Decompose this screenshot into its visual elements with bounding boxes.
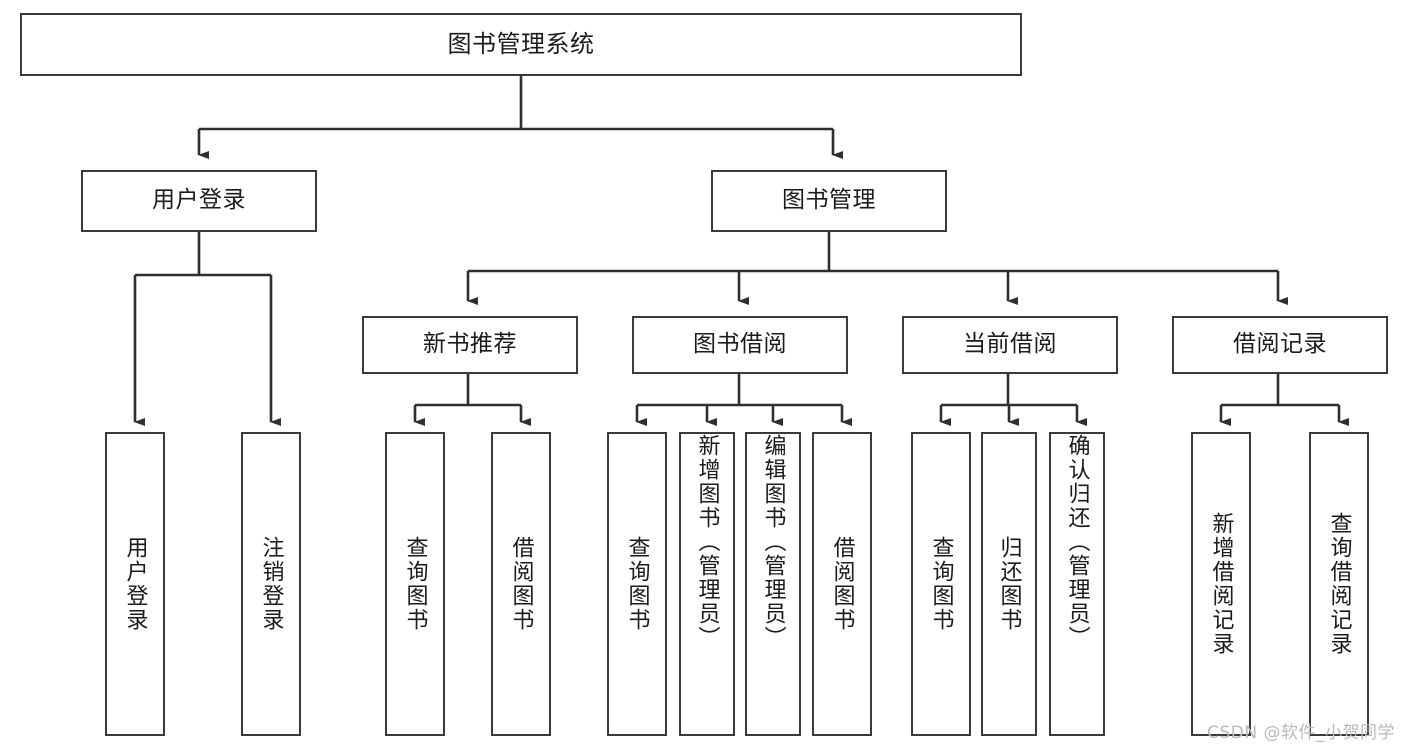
edges-book-borrow <box>635 374 852 426</box>
node-current-borrow[interactable]: 当前借阅 <box>902 316 1118 374</box>
node-leaf-borrow-book-a-label: 借阅图书 <box>508 536 534 632</box>
node-leaf-add-book[interactable]: 新增图书（管理员） <box>679 432 735 736</box>
node-book-manage[interactable]: 图书管理 <box>711 170 947 232</box>
node-leaf-add-record-label: 新增借阅记录 <box>1208 512 1234 656</box>
node-leaf-confirm-return[interactable]: 确认归还（管理员） <box>1049 432 1105 736</box>
edges-book-manage <box>466 232 1288 305</box>
node-leaf-user-login-label: 用户登录 <box>122 536 148 632</box>
node-user-login[interactable]: 用户登录 <box>81 170 317 232</box>
node-leaf-borrow-book-a[interactable]: 借阅图书 <box>491 432 551 736</box>
node-borrow-record[interactable]: 借阅记录 <box>1172 316 1388 374</box>
node-leaf-logout[interactable]: 注销登录 <box>241 432 301 736</box>
edges-new-book-rec <box>413 374 531 426</box>
node-leaf-query-book-a[interactable]: 查询图书 <box>385 432 445 736</box>
node-leaf-query-record-label: 查询借阅记录 <box>1326 512 1352 656</box>
node-leaf-query-book-a-label: 查询图书 <box>402 536 428 632</box>
node-leaf-add-record[interactable]: 新增借阅记录 <box>1191 432 1251 736</box>
node-leaf-logout-label: 注销登录 <box>258 536 284 632</box>
node-user-login-label: 用户登录 <box>152 187 246 214</box>
node-leaf-query-book-c-label: 查询图书 <box>928 536 954 632</box>
node-leaf-return-book-label: 归还图书 <box>996 536 1022 632</box>
node-root-label: 图书管理系统 <box>447 30 595 59</box>
node-leaf-borrow-book-b[interactable]: 借阅图书 <box>812 432 872 736</box>
node-book-borrow[interactable]: 图书借阅 <box>632 316 848 374</box>
node-leaf-edit-book[interactable]: 编辑图书（管理员） <box>745 432 801 736</box>
node-book-borrow-label: 图书借阅 <box>693 331 787 358</box>
node-leaf-query-book-b-label: 查询图书 <box>624 536 650 632</box>
node-leaf-return-book[interactable]: 归还图书 <box>981 432 1037 736</box>
node-leaf-add-book-label: 新增图书（管理员） <box>694 434 720 650</box>
node-root[interactable]: 图书管理系统 <box>20 13 1022 76</box>
node-leaf-query-record[interactable]: 查询借阅记录 <box>1309 432 1369 736</box>
node-leaf-borrow-book-b-label: 借阅图书 <box>829 536 855 632</box>
node-book-manage-label: 图书管理 <box>782 187 876 214</box>
watermark: CSDN @软件_小贺同学 <box>1207 723 1395 743</box>
node-leaf-user-login[interactable]: 用户登录 <box>105 432 165 736</box>
edges-user-login <box>133 232 281 426</box>
node-leaf-query-book-b[interactable]: 查询图书 <box>607 432 667 736</box>
node-current-borrow-label: 当前借阅 <box>963 331 1057 358</box>
edges-current-borrow <box>939 374 1087 426</box>
node-new-book-rec[interactable]: 新书推荐 <box>362 316 578 374</box>
edges-borrow-record <box>1219 374 1349 426</box>
node-new-book-rec-label: 新书推荐 <box>423 331 517 358</box>
node-borrow-record-label: 借阅记录 <box>1233 331 1327 358</box>
node-leaf-confirm-return-label: 确认归还（管理员） <box>1064 434 1090 650</box>
node-leaf-edit-book-label: 编辑图书（管理员） <box>760 434 786 650</box>
node-leaf-query-book-c[interactable]: 查询图书 <box>911 432 971 736</box>
edges-root <box>197 76 843 159</box>
